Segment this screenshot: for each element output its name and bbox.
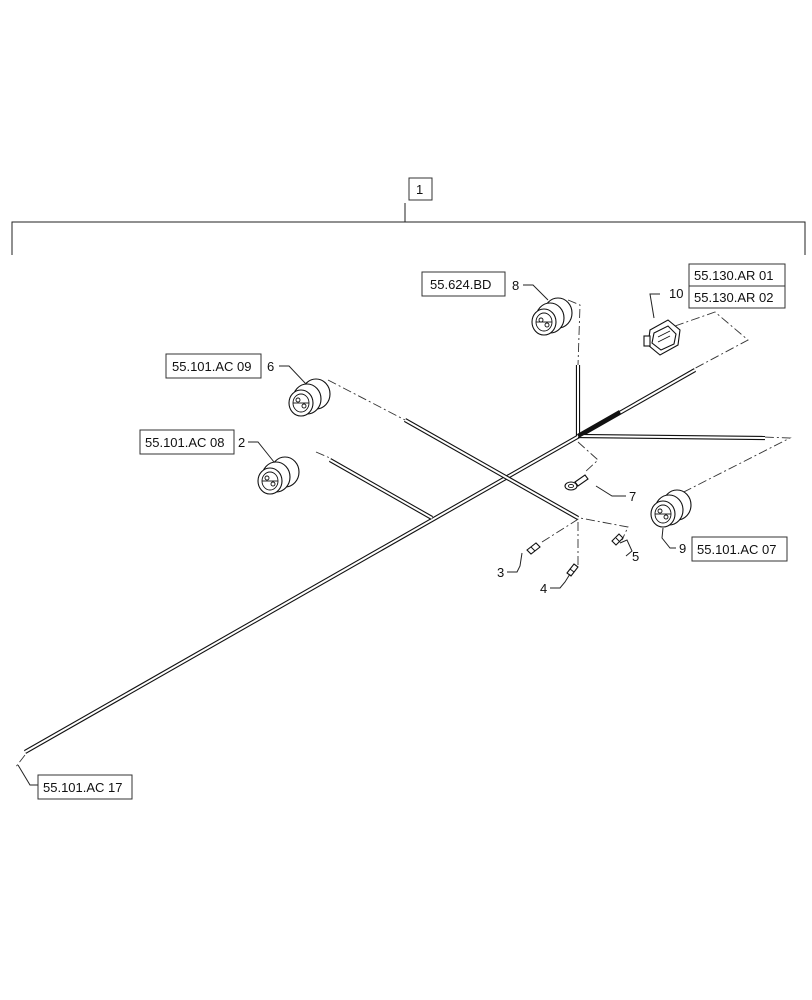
ref-link-55-130-ar-01[interactable]: 55.130.AR 01 xyxy=(694,268,774,283)
ref-box-8[interactable]: 55.624.BD xyxy=(421,271,506,297)
ref-box-6[interactable]: 55.101.AC 09 xyxy=(165,353,262,379)
ref-link-55-101-ac-17[interactable]: 55.101.AC 17 xyxy=(43,780,123,795)
ref-link-55-130-ar-02[interactable]: 55.130.AR 02 xyxy=(694,290,774,305)
item-7-callout: 7 xyxy=(629,489,636,504)
item-6-callout: 6 xyxy=(267,359,274,374)
ring-terminal-7-icon xyxy=(564,474,589,491)
ref-box-10-a[interactable]: 55.130.AR 01 xyxy=(688,263,786,287)
connector-2-icon xyxy=(257,456,300,495)
item-1-callout: 1 xyxy=(416,182,423,197)
wire-harness xyxy=(23,365,766,754)
terminal-5-icon xyxy=(611,533,624,546)
connector-8-icon xyxy=(531,297,573,336)
item-2-callout: 2 xyxy=(238,435,245,450)
ref-link-55-101-ac-09[interactable]: 55.101.AC 09 xyxy=(172,359,252,374)
terminal-4-icon xyxy=(566,563,579,577)
dash-leaders xyxy=(14,299,792,769)
assembly-bracket: 1 xyxy=(11,177,806,255)
connector-6-icon xyxy=(288,378,331,417)
ref-box-end[interactable]: 55.101.AC 17 xyxy=(37,774,133,800)
item-8-callout: 8 xyxy=(512,278,519,293)
connector-10-icon xyxy=(643,319,681,356)
callout-leaders xyxy=(17,284,676,786)
item-5-callout: 5 xyxy=(632,549,639,564)
item-10-callout: 10 xyxy=(669,286,683,301)
ref-link-55-101-ac-08[interactable]: 55.101.AC 08 xyxy=(145,435,225,450)
item-4-callout: 4 xyxy=(540,581,547,596)
ref-link-55-101-ac-07[interactable]: 55.101.AC 07 xyxy=(697,542,777,557)
ref-box-9[interactable]: 55.101.AC 07 xyxy=(691,536,788,562)
ref-box-10-b[interactable]: 55.130.AR 02 xyxy=(688,285,786,309)
ref-box-2[interactable]: 55.101.AC 08 xyxy=(139,429,235,455)
item-9-callout: 9 xyxy=(679,541,686,556)
connector-9-icon xyxy=(650,489,692,528)
terminal-3-icon xyxy=(526,542,541,555)
ref-link-55-624-bd[interactable]: 55.624.BD xyxy=(430,277,491,292)
item-3-callout: 3 xyxy=(497,565,504,580)
